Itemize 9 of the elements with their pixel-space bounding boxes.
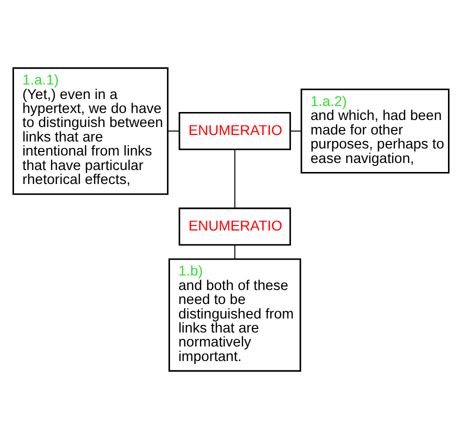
node-box: 1.a.1) (Yet,) even in a hypertext, we do have to distinguish between links that are intentional from links that have particular rhetorical effects, [12, 67, 168, 195]
node-box: 1.a.2) and which, had been made for other purposes, perhaps to ease navigation, [300, 88, 450, 174]
connector [234, 150, 235, 208]
connector [290, 130, 300, 132]
node-box: ENUMERATIO [178, 208, 290, 246]
node-box: 1.b) and both of these need to be distinguished from links that are normatively important. [168, 258, 301, 372]
node-box: ENUMERATIO [178, 112, 290, 150]
connector [234, 244, 235, 259]
connector [168, 130, 179, 132]
